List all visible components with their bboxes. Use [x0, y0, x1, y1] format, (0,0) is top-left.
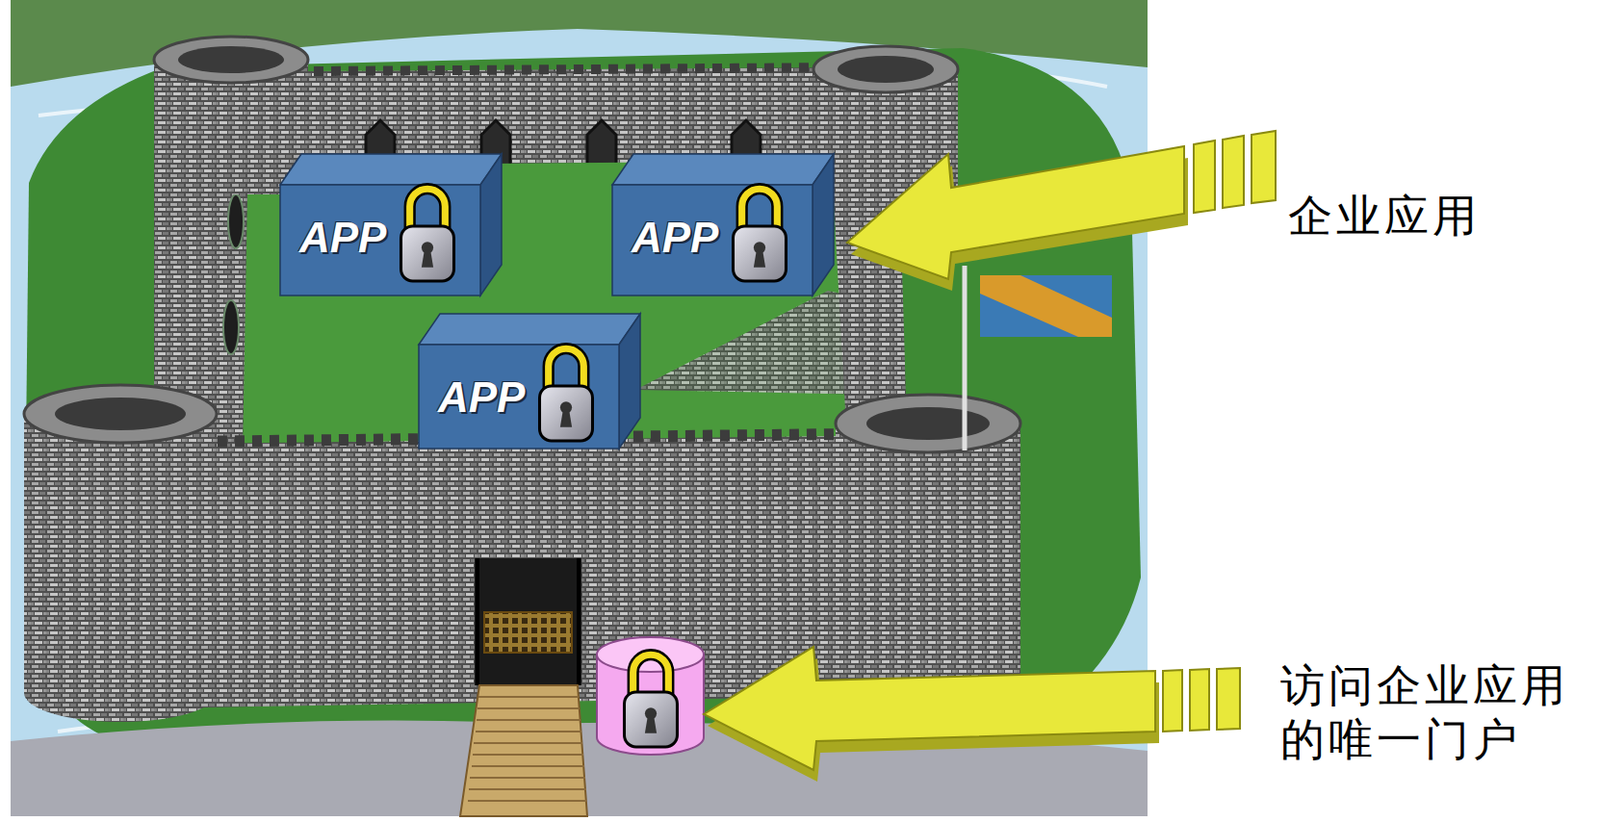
planks: [467, 696, 587, 801]
tower: [24, 413, 217, 723]
stairs: [635, 290, 872, 395]
tower-top: [54, 397, 186, 431]
tower-top: [837, 55, 934, 83]
callout-arrow: [847, 146, 1185, 280]
tower-top: [866, 407, 990, 440]
tower-top: [178, 46, 284, 74]
cube-side: [619, 313, 641, 449]
cube-top: [418, 313, 641, 345]
flag: [980, 275, 1112, 337]
tower: [835, 423, 1021, 715]
tower-top: [813, 46, 958, 93]
cube-front: [280, 184, 481, 296]
courtyard: [216, 160, 867, 461]
cube-side: [812, 154, 834, 296]
cube-top: [612, 154, 834, 185]
box-label: APP: [299, 213, 387, 262]
flag-pole: [962, 265, 968, 451]
portcullis: [484, 612, 572, 653]
box-label: APP: [631, 213, 719, 262]
window: [223, 300, 239, 355]
drawbridge: [460, 685, 588, 817]
cube-top: [280, 154, 502, 185]
island-grass: [24, 48, 1141, 751]
lock-icon: [540, 348, 594, 441]
arrow-stripe: [1216, 668, 1240, 730]
app-box: APP: [418, 344, 620, 449]
flag-stripe: [980, 275, 1112, 337]
tower-top: [154, 36, 309, 83]
callout-label: 企业应用: [1288, 188, 1597, 243]
app-box: APP: [612, 184, 813, 296]
cube-front: [418, 344, 620, 449]
tower-top: [835, 394, 1021, 453]
callout-arrow: [703, 646, 1156, 771]
lock-icon: [401, 188, 455, 282]
lock-icon: [624, 654, 678, 748]
window: [228, 194, 244, 249]
app-box: APP: [280, 184, 481, 296]
lock-icon: [733, 188, 787, 282]
arrow-stripe: [1193, 140, 1215, 213]
arrow-stripe: [1222, 135, 1244, 208]
callout-label: 访问企业应用的唯一门户: [1280, 658, 1575, 767]
chains: [477, 558, 579, 686]
cube-side: [480, 154, 502, 296]
box-label: APP: [438, 373, 525, 422]
arrow-stripe: [1251, 130, 1276, 204]
arrow-stripe: [1189, 669, 1210, 731]
tower-top: [24, 385, 217, 443]
arrow-stripe: [1162, 670, 1183, 732]
gate: [474, 558, 582, 686]
cube-front: [612, 184, 813, 296]
